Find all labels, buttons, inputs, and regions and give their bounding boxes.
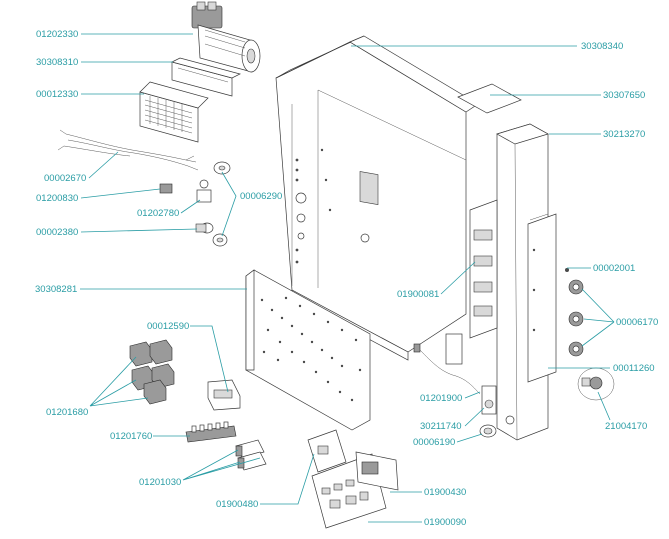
label-01201030: 01201030	[139, 477, 181, 488]
label-21004170: 21004170	[605, 421, 647, 432]
ignition-module-drawing	[191, 1, 261, 73]
label-00002380: 00002380	[36, 227, 78, 238]
label-01900480: 01900480	[216, 499, 258, 510]
label-30307650: 30307650	[603, 90, 645, 101]
terminal-strip-drawing	[185, 421, 237, 443]
label-30211740: 30211740	[420, 421, 462, 432]
label-30308310: 30308310	[36, 57, 78, 68]
label-01200830: 01200830	[36, 193, 78, 204]
label-00006290: 00006290	[240, 191, 282, 202]
label-01202780: 01202780	[137, 208, 179, 219]
label-30308340: 30308340	[581, 41, 623, 52]
label-00006190: 00006190	[413, 437, 455, 448]
burner-grille-drawing	[139, 81, 209, 143]
label-30308281: 30308281	[35, 284, 77, 295]
switch-block-drawing	[207, 379, 241, 411]
label-00002670: 00002670	[44, 173, 86, 184]
label-01202330: 01202330	[36, 29, 78, 40]
label-00002001: 00002001	[593, 263, 635, 274]
label-01201680: 01201680	[46, 407, 88, 418]
knobs-drawing	[565, 268, 584, 357]
label-01900090: 01900090	[424, 517, 466, 528]
relays-drawing	[129, 339, 175, 405]
label-01201760: 01201760	[110, 431, 152, 442]
part-labels: 01202330 30308310 00012330 00002670 0120…	[35, 29, 658, 528]
leader-lines	[80, 33, 615, 523]
cover-plate-drawing	[457, 83, 522, 114]
small-components-drawing	[159, 161, 231, 247]
label-01900081: 01900081	[397, 289, 439, 300]
cable-harness-drawing	[57, 129, 199, 171]
thermostat-knob-drawing	[577, 367, 615, 401]
main-frame-drawing	[275, 35, 479, 361]
capacitors-drawing	[235, 439, 267, 471]
side-column-drawing	[496, 123, 557, 441]
label-00006170: 00006170	[616, 317, 658, 328]
label-00012330: 00012330	[36, 89, 78, 100]
label-01201900: 01201900	[420, 393, 462, 404]
label-30213270: 30213270	[603, 129, 645, 140]
label-00011260: 00011260	[613, 363, 655, 374]
burner-tray-drawing	[171, 57, 241, 97]
lower-cable-drawing	[413, 343, 497, 438]
control-strip-drawing	[445, 199, 498, 365]
pcb-boards-drawing	[307, 429, 399, 529]
label-01900430: 01900430	[424, 487, 466, 498]
back-panel-drawing	[245, 269, 371, 431]
label-00012590: 00012590	[147, 321, 189, 332]
